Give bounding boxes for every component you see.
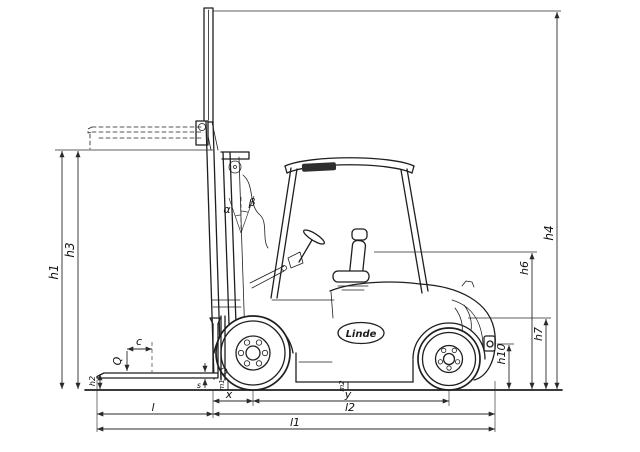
dim-l1: l1 <box>97 416 495 432</box>
dashboard <box>287 251 304 269</box>
linde-logo-text: Linde <box>346 329 377 340</box>
dim-l: l <box>97 401 213 417</box>
hydraulic-hose <box>242 174 269 249</box>
dim-label-beta: β <box>247 196 255 209</box>
mast-raised-section <box>195 7 219 151</box>
dim-label-y: y <box>344 388 352 401</box>
dim-m2: m2 <box>338 380 349 392</box>
headrest <box>351 228 368 241</box>
roof-badge <box>301 162 337 172</box>
front-wheel <box>215 315 291 391</box>
counterweight <box>419 283 496 381</box>
dim-h7: h7 <box>532 319 549 389</box>
dim-label-c: c <box>136 335 142 348</box>
rear-post <box>406 168 429 292</box>
dim-q: Q <box>111 351 130 371</box>
dim-l2: l2 <box>213 401 495 417</box>
dim-label-h7: h7 <box>532 327 545 341</box>
dim-y: y <box>253 388 449 404</box>
dim-h10: h10 <box>495 344 512 389</box>
dim-label-l2: l2 <box>345 401 355 414</box>
dim-label-h2: h2 <box>88 376 97 386</box>
steering-wheel <box>287 229 325 269</box>
tow-hitch <box>483 335 496 352</box>
tilt-angle-lines <box>228 195 255 234</box>
dim-label-h10: h10 <box>495 344 508 365</box>
dim-c: c <box>127 335 152 352</box>
lifting-lug <box>461 280 475 288</box>
front-post <box>270 167 292 299</box>
fork-blade <box>96 372 219 379</box>
fork-hook <box>209 317 221 325</box>
dim-h6: h6 <box>518 253 535 389</box>
dim-label-h3: h3 <box>63 242 77 257</box>
dim-label-x: x <box>225 388 233 401</box>
rear-wheel <box>417 327 481 391</box>
dimensions: h1 h3 h2 s Q c α β m1 <box>47 10 561 432</box>
dim-label-l: l <box>151 401 154 414</box>
seat <box>332 228 370 291</box>
dim-s: s <box>197 363 208 390</box>
dim-h4: h4 <box>542 12 560 389</box>
dim-label-h4: h4 <box>542 225 556 240</box>
dim-label-h1: h1 <box>47 264 61 279</box>
dim-label-h6: h6 <box>518 261 531 275</box>
dim-x: x <box>213 388 253 404</box>
dim-h2: h2 <box>88 374 103 389</box>
raised-fork-dashed <box>87 126 204 150</box>
dim-label-q: Q <box>111 356 124 365</box>
forklift-drawing: Linde <box>84 7 563 391</box>
dim-label-m1: m1 <box>218 379 226 390</box>
dim-h3: h3 <box>63 151 81 389</box>
dim-label-s: s <box>197 381 201 390</box>
dim-label-l1: l1 <box>290 416 300 429</box>
fork <box>96 315 228 381</box>
rear-wheel-arch <box>412 322 486 360</box>
dim-label-m2: m2 <box>338 380 346 392</box>
mast-pulley <box>228 160 242 174</box>
seat-cushion <box>332 270 370 283</box>
tilt-cylinder <box>249 265 285 284</box>
dim-m1: m1 <box>218 379 229 391</box>
overhead-guard <box>270 157 429 301</box>
linde-logo: Linde <box>337 321 385 345</box>
dim-label-alpha: α <box>223 203 231 216</box>
dim-h1: h1 <box>47 151 65 389</box>
carriage-roller <box>220 367 228 375</box>
